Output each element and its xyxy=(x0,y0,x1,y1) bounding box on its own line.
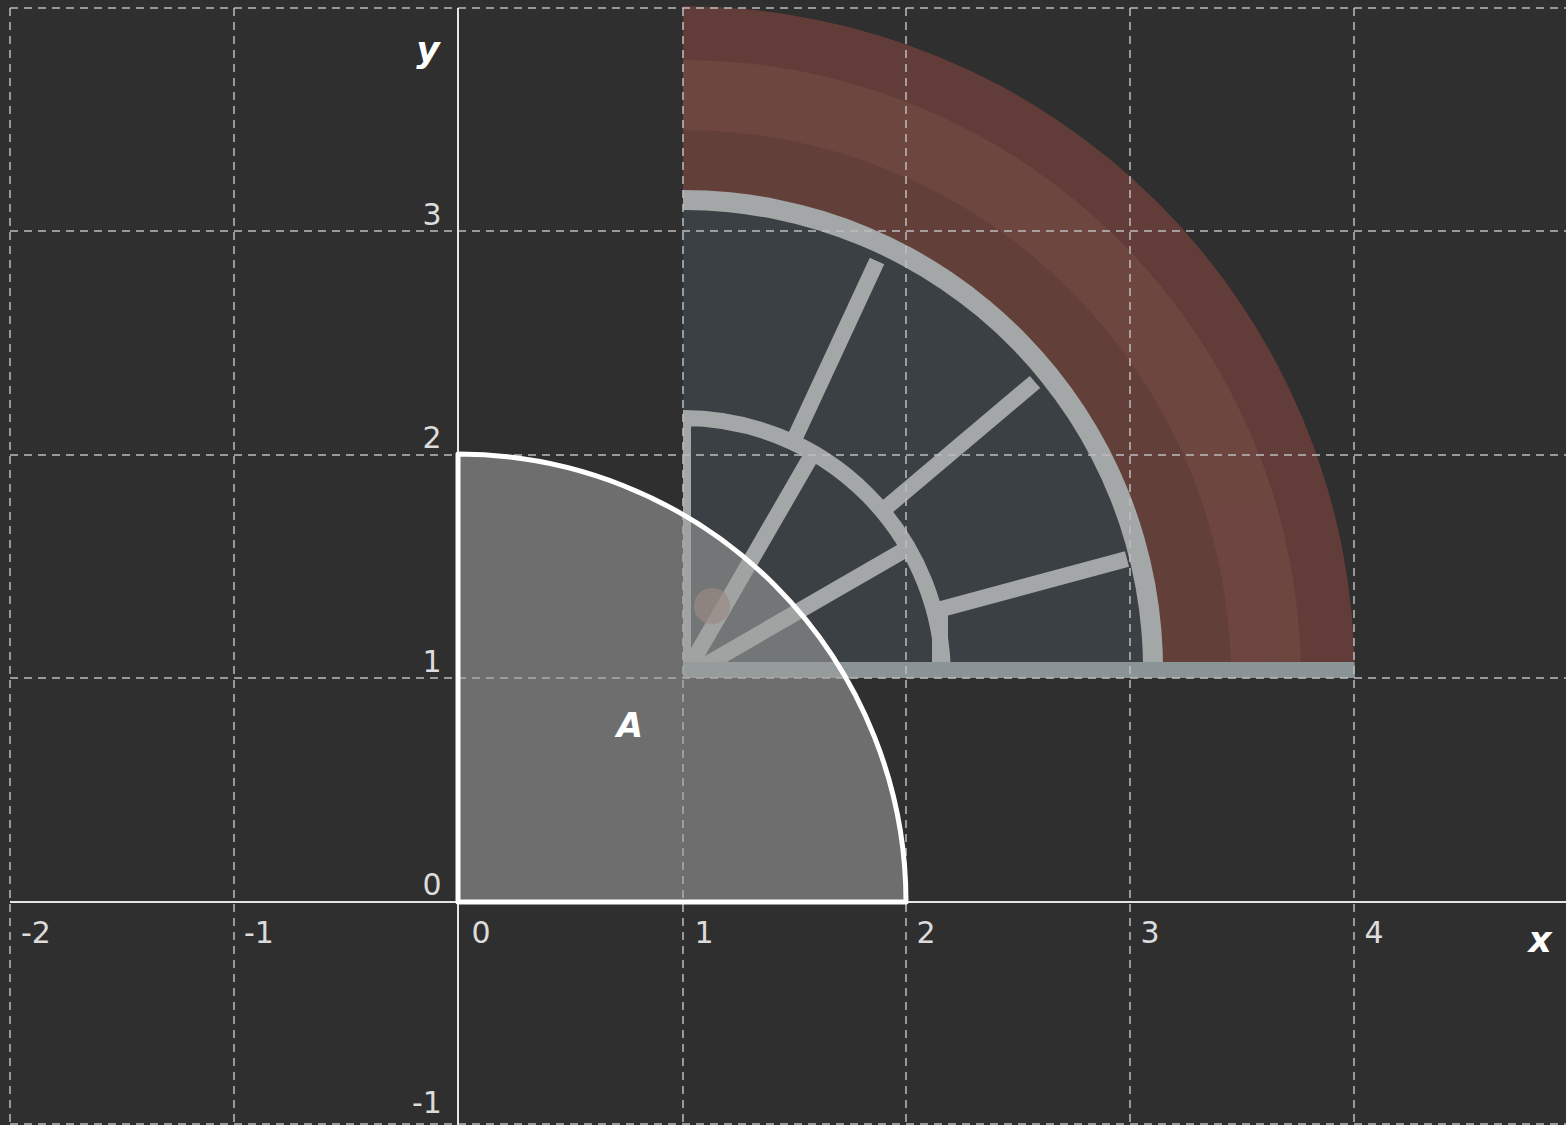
axes xyxy=(10,8,1566,1125)
grid-lines xyxy=(10,8,1566,1125)
tick-label: 0 xyxy=(422,870,441,900)
tick-label: 3 xyxy=(422,200,441,230)
tick-label: 1 xyxy=(422,647,441,677)
quarter-disc-shape xyxy=(458,454,906,902)
tick-label: 2 xyxy=(916,918,935,948)
tick-label: 1 xyxy=(694,918,713,948)
axis-name: x xyxy=(1528,922,1551,958)
window-photo-group xyxy=(683,6,1355,678)
region-label: A xyxy=(617,708,643,742)
axis-name: y xyxy=(416,32,439,68)
tick-label: 4 xyxy=(1364,918,1383,948)
quarter-disc-outline xyxy=(458,454,906,902)
quarter-disc: A xyxy=(458,454,906,902)
tick-label: -1 xyxy=(412,1088,442,1118)
tick-label: -2 xyxy=(21,918,51,948)
tick-label: 0 xyxy=(471,918,490,948)
brick-arch xyxy=(683,6,1355,678)
tick-label: 2 xyxy=(422,423,441,453)
tick-label: 3 xyxy=(1140,918,1159,948)
tick-label: -1 xyxy=(244,918,274,948)
